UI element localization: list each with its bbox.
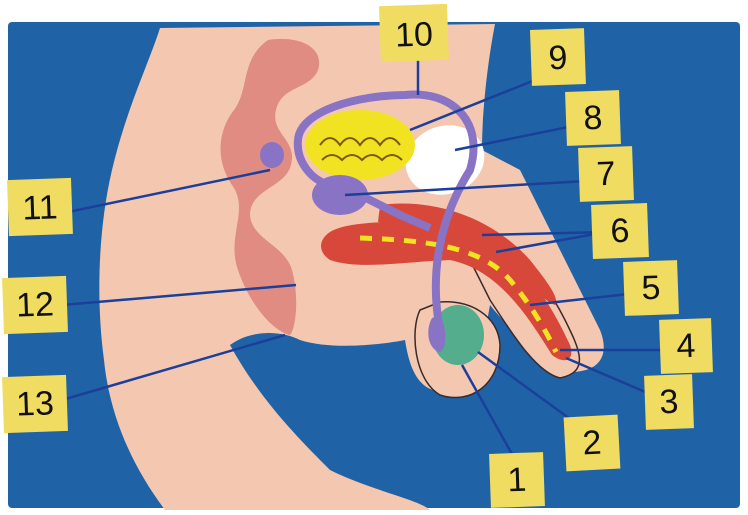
label-5: 5 xyxy=(623,260,679,316)
label-3: 3 xyxy=(644,374,694,430)
label-9-text: 9 xyxy=(548,39,568,78)
label-1-text: 1 xyxy=(507,461,527,500)
label-12-text: 12 xyxy=(15,285,54,324)
label-5-text: 5 xyxy=(641,269,661,308)
label-11: 11 xyxy=(7,178,73,236)
label-3-text: 3 xyxy=(659,383,679,422)
label-2-text: 2 xyxy=(582,424,603,463)
label-2: 2 xyxy=(564,415,621,472)
seminal-vesicle xyxy=(260,142,284,168)
label-4-text: 4 xyxy=(676,327,696,366)
label-13-text: 13 xyxy=(15,384,54,423)
label-7: 7 xyxy=(578,146,634,202)
label-11-text: 11 xyxy=(22,188,59,227)
label-10: 10 xyxy=(379,4,449,62)
label-1: 1 xyxy=(489,452,545,508)
label-12: 12 xyxy=(2,276,68,334)
label-7-text: 7 xyxy=(596,155,616,194)
label-13: 13 xyxy=(2,375,68,433)
label-9: 9 xyxy=(530,28,586,86)
label-8-text: 8 xyxy=(583,99,603,138)
label-8: 8 xyxy=(565,90,621,146)
label-4: 4 xyxy=(659,318,713,374)
label-6: 6 xyxy=(591,203,649,259)
label-10-text: 10 xyxy=(394,15,433,54)
label-6-text: 6 xyxy=(610,212,630,251)
